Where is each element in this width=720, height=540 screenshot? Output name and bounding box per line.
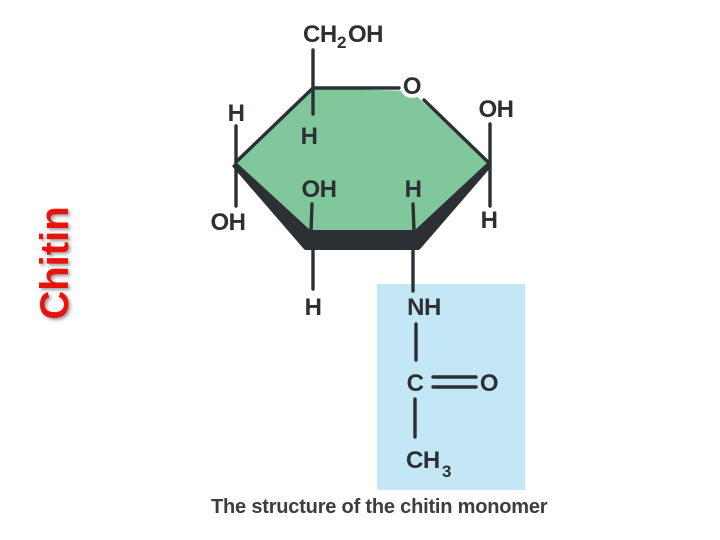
label-oh-top-right: OH xyxy=(479,96,514,123)
label-carbonyl-o: O xyxy=(480,370,498,397)
label-ch3-subscript: 3 xyxy=(442,462,451,481)
ring-bold-front-edge xyxy=(232,162,492,250)
label-ch2oh-suffix: OH xyxy=(348,21,383,48)
label-nh: NH xyxy=(407,294,441,321)
label-oh-outer-left: OH xyxy=(211,209,246,236)
figure-caption: The structure of the chitin monomer xyxy=(211,496,548,518)
label-ch3-prefix: CH xyxy=(406,447,440,474)
label-ch2oh-prefix: CH xyxy=(303,21,337,48)
label-ch2oh-subscript: 2 xyxy=(337,33,346,52)
label-h-outer-right: H xyxy=(481,207,498,234)
label-oh-inner: OH xyxy=(302,176,337,203)
ring-oxygen-notch xyxy=(400,74,424,98)
pyranose-ring-fill xyxy=(236,88,488,232)
label-ring-oxygen: O xyxy=(403,73,421,100)
label-h-inner-top: H xyxy=(301,123,318,150)
label-h-top-left: H xyxy=(228,100,245,127)
label-h-inner-right: H xyxy=(405,176,422,203)
ring-edge-upper-right xyxy=(422,98,490,164)
bond-oh-inner xyxy=(309,202,314,233)
ring-edge-upper-left xyxy=(234,86,315,164)
bond-h-inner xyxy=(411,202,416,233)
label-carbonyl-c: C xyxy=(407,370,424,397)
label-h-bottom: H xyxy=(305,294,322,321)
